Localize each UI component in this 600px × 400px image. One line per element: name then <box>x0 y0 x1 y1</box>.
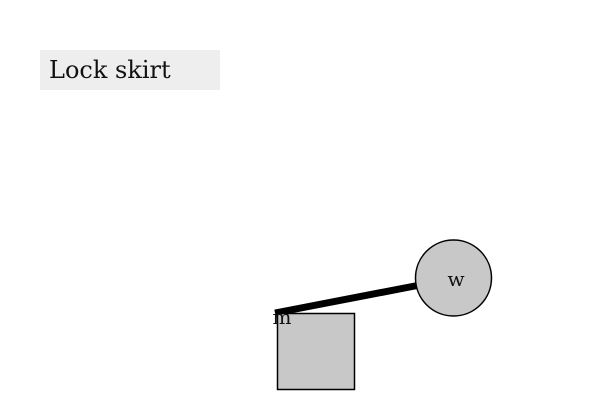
mass-label: m <box>273 305 292 329</box>
title-text: Lock skirt <box>49 56 171 84</box>
mass-box[interactable] <box>276 312 356 391</box>
rod <box>274 281 421 317</box>
weight-label: w <box>447 267 464 291</box>
title-label: Lock skirt <box>40 50 220 90</box>
weight-circle[interactable] <box>414 239 493 317</box>
